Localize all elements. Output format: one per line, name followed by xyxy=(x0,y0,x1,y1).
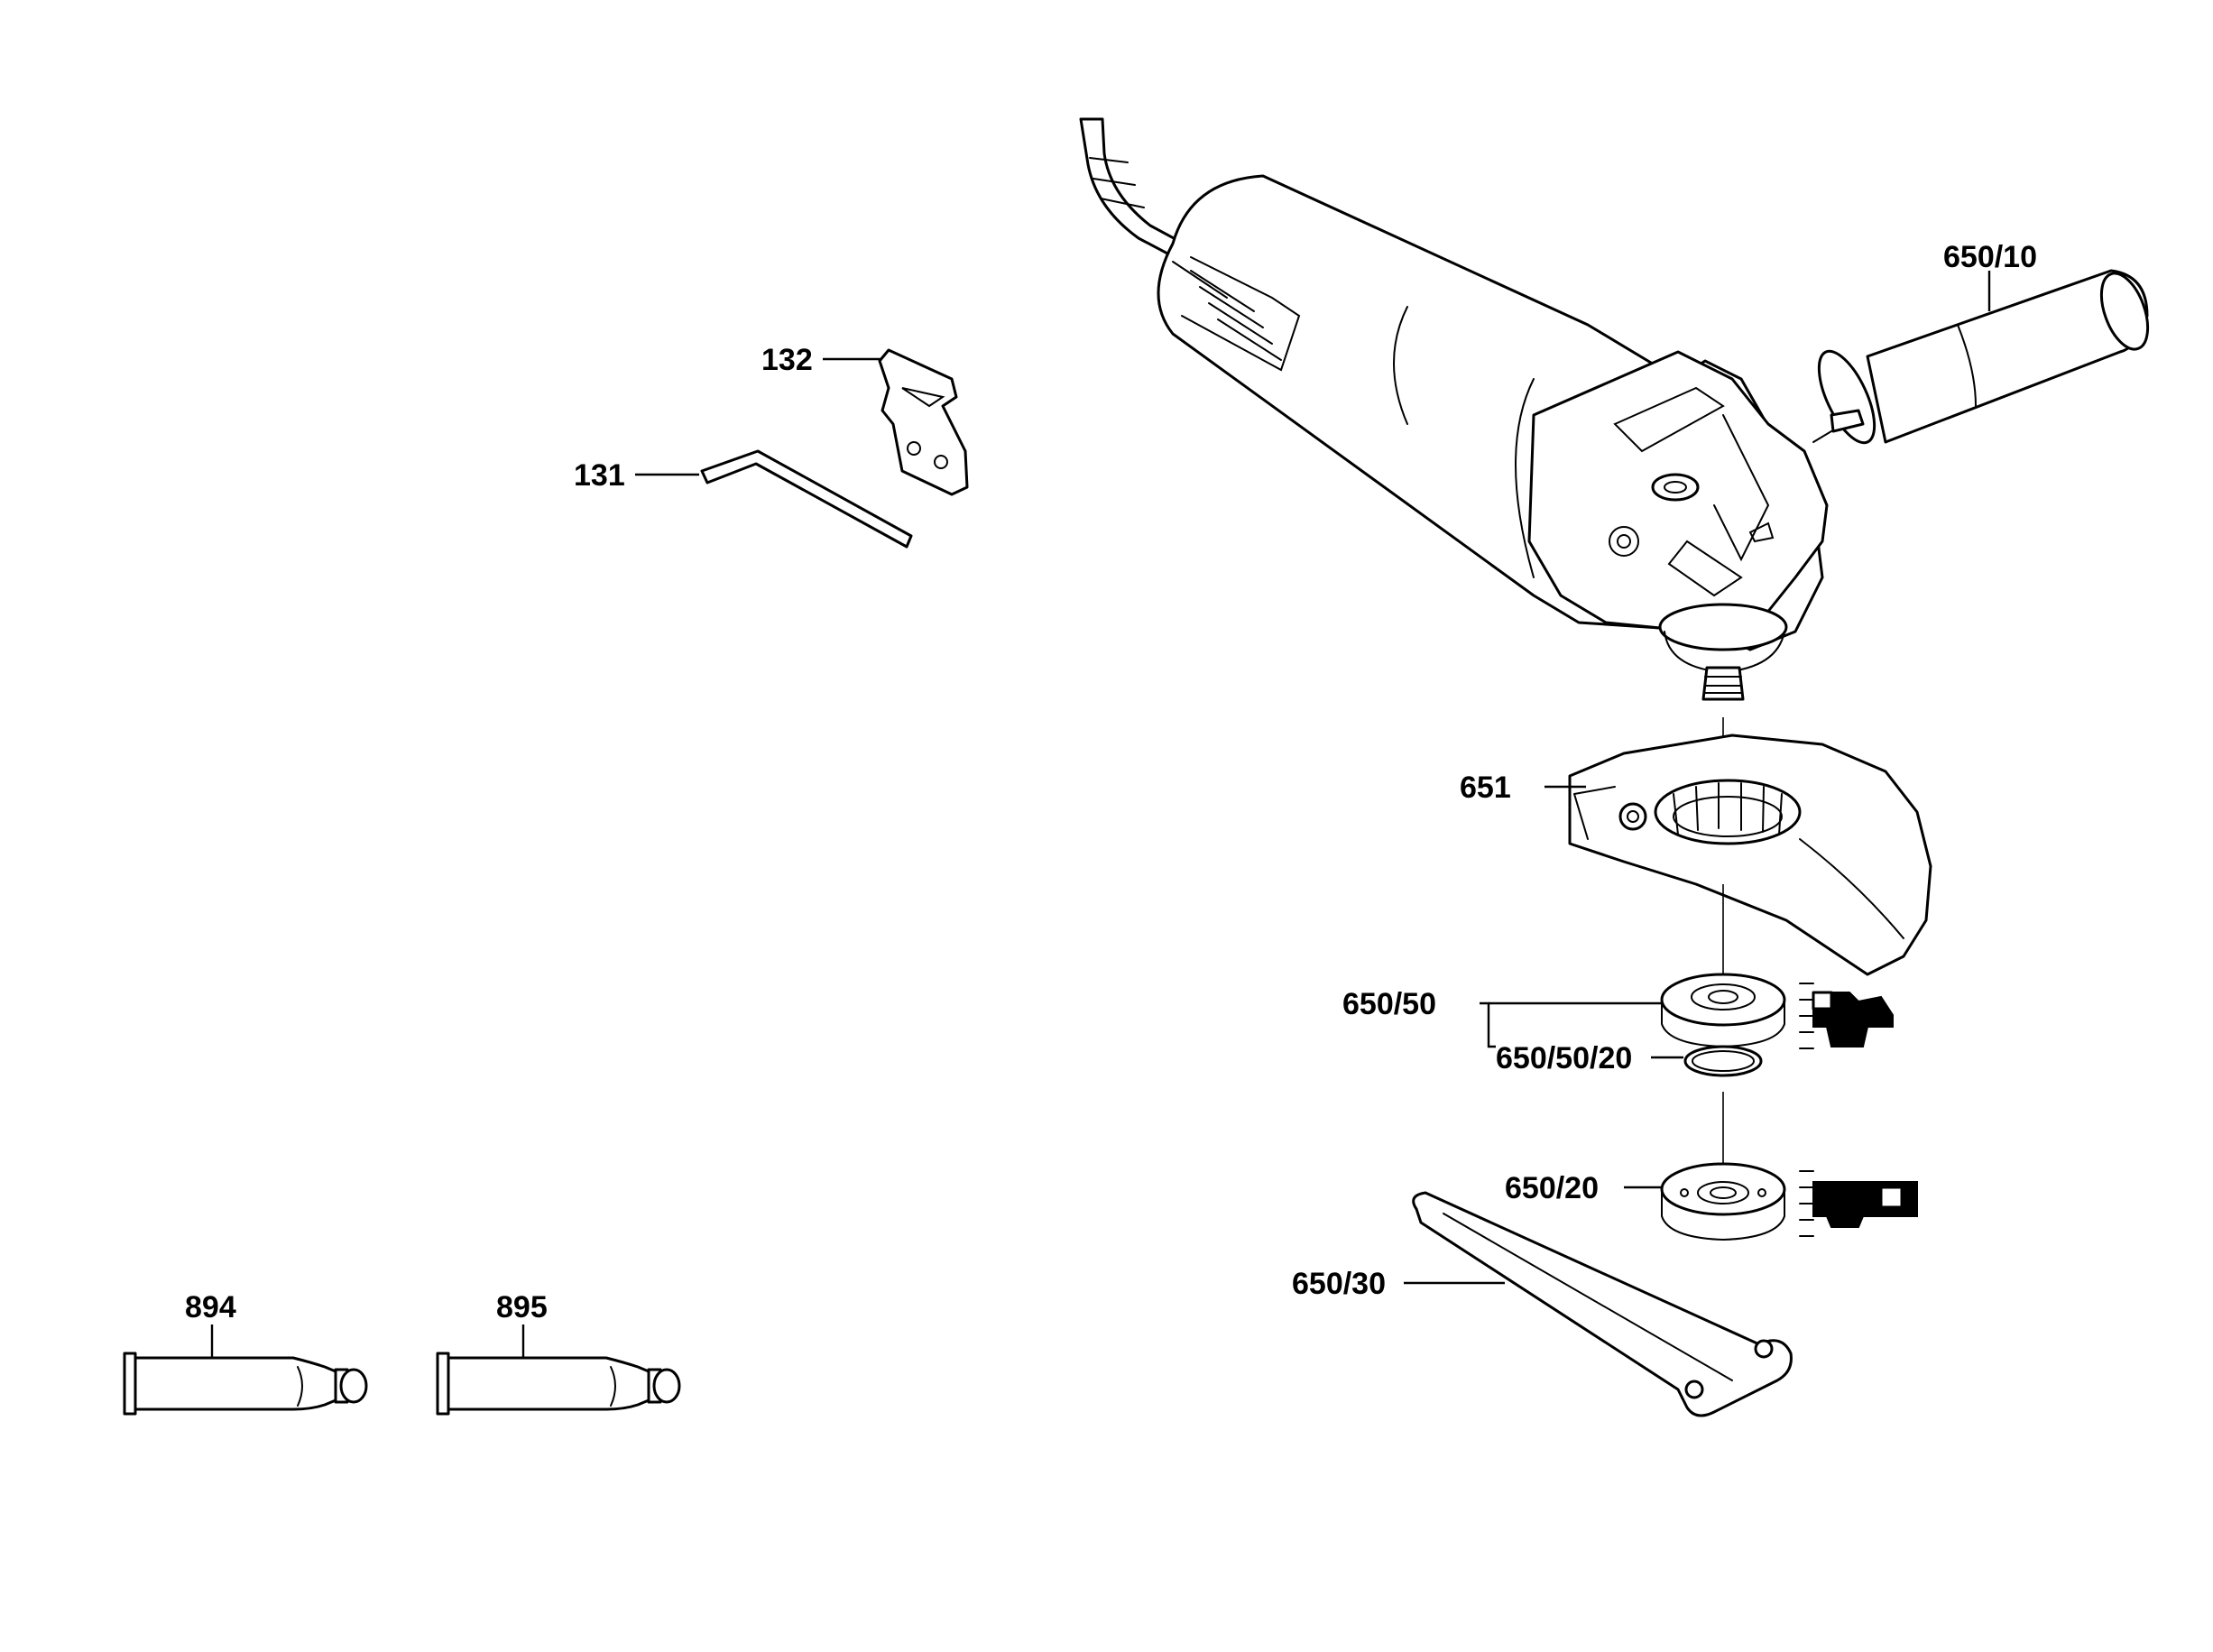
label-650-50: 650/50 xyxy=(1342,987,1436,1021)
part-131-hex-key xyxy=(700,449,913,549)
label-132: 132 xyxy=(761,343,813,377)
label-131: 131 xyxy=(574,458,625,493)
part-650-20-clamping-nut xyxy=(1660,1162,1786,1241)
nut-650-20-cross-section-icon xyxy=(1799,1170,1918,1237)
part-651-guard xyxy=(1568,734,1932,976)
label-650-20: 650/20 xyxy=(1505,1171,1599,1205)
label-895: 895 xyxy=(496,1290,548,1324)
part-132-clip xyxy=(878,348,969,496)
part-650-50-flange xyxy=(1660,973,1786,1048)
label-894: 894 xyxy=(185,1290,236,1324)
angle-grinder-body xyxy=(1079,117,1829,701)
label-651: 651 xyxy=(1460,771,1511,805)
part-895-grease-tube xyxy=(436,1352,681,1416)
label-650-50-20: 650/50/20 xyxy=(1496,1041,1632,1075)
part-650-10-side-handle xyxy=(1812,269,2150,445)
part-650-30-pin-spanner xyxy=(1412,1191,1793,1417)
label-650-30: 650/30 xyxy=(1292,1267,1386,1301)
part-650-50-20-o-ring xyxy=(1683,1045,1763,1077)
part-894-grease-tube xyxy=(123,1352,368,1416)
label-650-10: 650/10 xyxy=(1943,240,2037,274)
flange-650-50-cross-section-icon xyxy=(1799,983,1894,1049)
bracket-650-50 xyxy=(1480,1001,1496,1048)
